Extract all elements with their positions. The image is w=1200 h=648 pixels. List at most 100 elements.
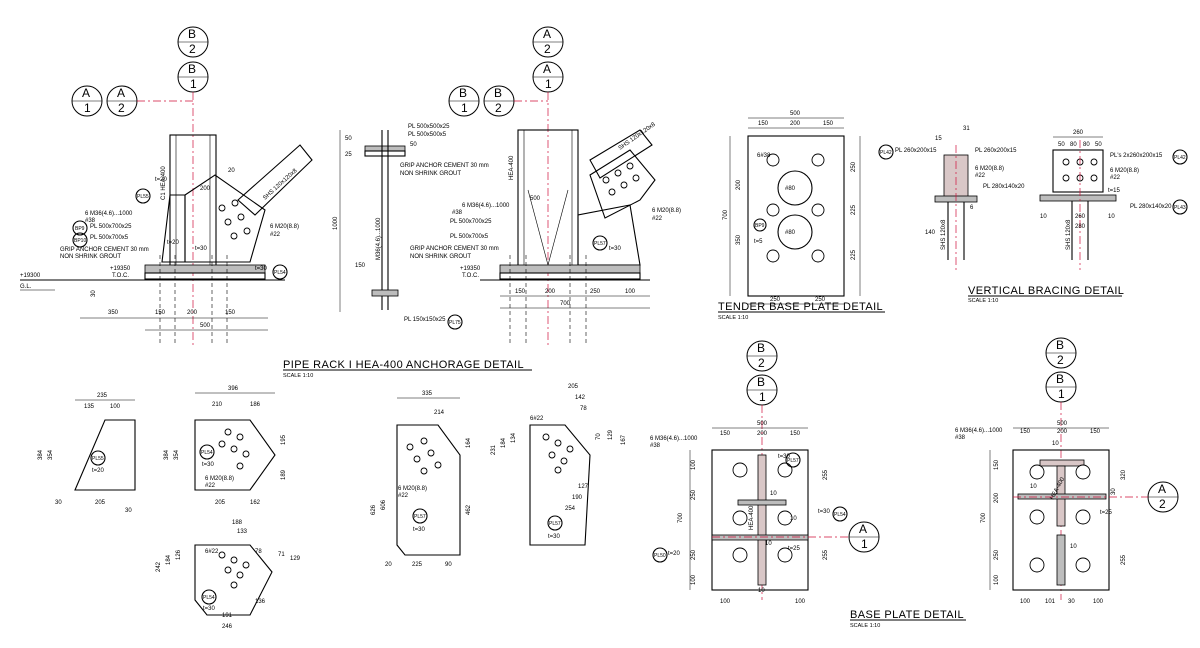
- svg-text:10: 10: [765, 541, 772, 547]
- svg-text:100: 100: [720, 599, 731, 605]
- svg-text:150: 150: [1090, 429, 1101, 435]
- svg-text:500: 500: [757, 421, 768, 427]
- svg-text:225: 225: [851, 249, 857, 260]
- svg-text:PL 500x700x25: PL 500x700x25: [90, 224, 132, 230]
- svg-text:+19350: +19350: [460, 266, 481, 272]
- svg-text:150: 150: [515, 289, 526, 295]
- bracing-holes: [1062, 158, 1098, 182]
- svg-text:A: A: [543, 62, 551, 76]
- svg-text:70: 70: [596, 433, 602, 440]
- svg-text:PL42: PL42: [1174, 155, 1186, 161]
- svg-text:500: 500: [530, 196, 541, 202]
- svg-text:129: 129: [608, 429, 614, 440]
- svg-text:500: 500: [1057, 421, 1068, 427]
- svg-text:t=30: t=30: [203, 606, 216, 612]
- grid-bubble-a2-top: A2: [532, 26, 564, 58]
- svg-text:78: 78: [580, 406, 587, 412]
- pl54-tag-b: PL54: [201, 589, 217, 605]
- svg-text:90: 90: [445, 562, 452, 568]
- vertical-bracing-detail: SHS 120x8 PL42 PL 260x200x15 PL 260x200x…: [878, 126, 1188, 270]
- base-plate-detail-1: B2 B1 HEA-400 6 M36(4.6)...1000 #38 PL57…: [650, 340, 848, 605]
- pl54-tag: PL54: [272, 264, 288, 280]
- anchorage-bolt-holes-1: [218, 199, 251, 240]
- svg-text:6 M36(4.6)...1000: 6 M36(4.6)...1000: [462, 203, 510, 209]
- svg-text:225: 225: [412, 562, 423, 568]
- svg-text:1: 1: [190, 77, 197, 91]
- svg-text:2: 2: [189, 42, 196, 56]
- svg-text:SHS 120x120x8: SHS 120x120x8: [262, 168, 299, 202]
- grid-bubble-a1: A1: [71, 85, 103, 117]
- grid-bubble-b1-bp1: B1: [746, 374, 778, 406]
- svg-text:500: 500: [200, 323, 211, 329]
- svg-text:100: 100: [795, 599, 806, 605]
- svg-text:PL57: PL57: [594, 241, 606, 247]
- svg-text:150: 150: [155, 310, 166, 316]
- svg-text:350: 350: [736, 234, 742, 245]
- svg-text:6 M36(4.6)...1000: 6 M36(4.6)...1000: [955, 428, 1003, 434]
- svg-text:350: 350: [108, 310, 119, 316]
- svg-text:335: 335: [422, 391, 433, 397]
- pl50-tag-bp: PL50: [652, 547, 668, 563]
- svg-text:+19350: +19350: [110, 266, 131, 272]
- svg-text:242: 242: [156, 561, 162, 572]
- svg-text:PL 260x200x15: PL 260x200x15: [895, 148, 937, 154]
- svg-text:B: B: [459, 86, 467, 100]
- svg-text:20: 20: [228, 168, 235, 174]
- svg-text:2: 2: [495, 101, 502, 115]
- svg-text:500: 500: [790, 111, 801, 117]
- svg-text:101: 101: [1045, 599, 1056, 605]
- svg-text:PL57: PL57: [787, 458, 799, 464]
- svg-text:#22: #22: [652, 216, 663, 222]
- svg-text:6#22: 6#22: [530, 416, 544, 422]
- svg-text:260: 260: [1073, 130, 1084, 136]
- svg-text:PL54: PL54: [274, 270, 286, 276]
- svg-text:PL54: PL54: [834, 512, 846, 518]
- svg-text:10: 10: [758, 588, 765, 594]
- svg-text:195: 195: [281, 434, 287, 445]
- bp1-holes: [732, 462, 793, 563]
- svg-text:100: 100: [691, 574, 697, 585]
- svg-text:134: 134: [511, 432, 517, 443]
- svg-text:186: 186: [250, 402, 261, 408]
- svg-text:GRIP ANCHOR CEMENT 30 mm: GRIP ANCHOR CEMENT 30 mm: [410, 246, 499, 252]
- svg-text:1: 1: [759, 390, 766, 404]
- svg-text:PL 150x150x25: PL 150x150x25: [404, 317, 446, 323]
- svg-text:255: 255: [823, 549, 829, 560]
- svg-text:250: 250: [851, 161, 857, 172]
- pl54-holes-b: [218, 551, 250, 589]
- svg-text:50: 50: [345, 136, 352, 142]
- svg-text:1: 1: [84, 101, 91, 115]
- svg-text:71: 71: [278, 552, 285, 558]
- svg-text:PL 260x200x15: PL 260x200x15: [975, 148, 1017, 154]
- svg-text:PL54: PL54: [203, 595, 215, 601]
- grid-bubble-a1-top: A1: [532, 61, 564, 93]
- grid-bubble-a2: A2: [106, 85, 138, 117]
- bp9-tag: BP9: [72, 220, 88, 236]
- grid-bubble-b1-side: B1: [448, 85, 480, 117]
- grid-bubble-b2-bp1: B2: [746, 340, 778, 372]
- svg-text:6 M20(8.8): 6 M20(8.8): [270, 224, 299, 230]
- svg-text:200: 200: [200, 186, 211, 192]
- svg-text:PL 280x140x20: PL 280x140x20: [983, 184, 1025, 190]
- svg-text:t=25: t=25: [1100, 510, 1113, 516]
- svg-text:PL43: PL43: [1174, 205, 1186, 211]
- svg-text:1: 1: [461, 101, 468, 115]
- svg-text:M36(4.6)...1000: M36(4.6)...1000: [376, 217, 382, 260]
- svg-text:t=20: t=20: [167, 240, 180, 246]
- svg-text:#80: #80: [785, 186, 796, 192]
- svg-text:225: 225: [851, 204, 857, 215]
- svg-text:200: 200: [994, 492, 1000, 503]
- svg-text:626: 626: [371, 504, 377, 515]
- svg-text:GRIP ANCHOR CEMENT 30 mm: GRIP ANCHOR CEMENT 30 mm: [400, 163, 489, 169]
- grid-bubble-b2-bp2: B2: [1045, 337, 1077, 369]
- svg-text:133: 133: [237, 529, 248, 535]
- svg-text:#22: #22: [270, 232, 281, 238]
- svg-text:t=5: t=5: [754, 239, 763, 245]
- svg-text:140: 140: [925, 230, 936, 236]
- svg-text:200: 200: [736, 179, 742, 190]
- svg-text:PL57: PL57: [549, 521, 561, 527]
- anchor-bolt-section: PL 500x500x25 PL 500x500x5 GRIP ANCHOR C…: [333, 124, 489, 330]
- tender-base-plate: #80 #80 6#38 BP9 t=5 500 150 200 150 250…: [723, 111, 861, 305]
- svg-text:255: 255: [1121, 554, 1127, 565]
